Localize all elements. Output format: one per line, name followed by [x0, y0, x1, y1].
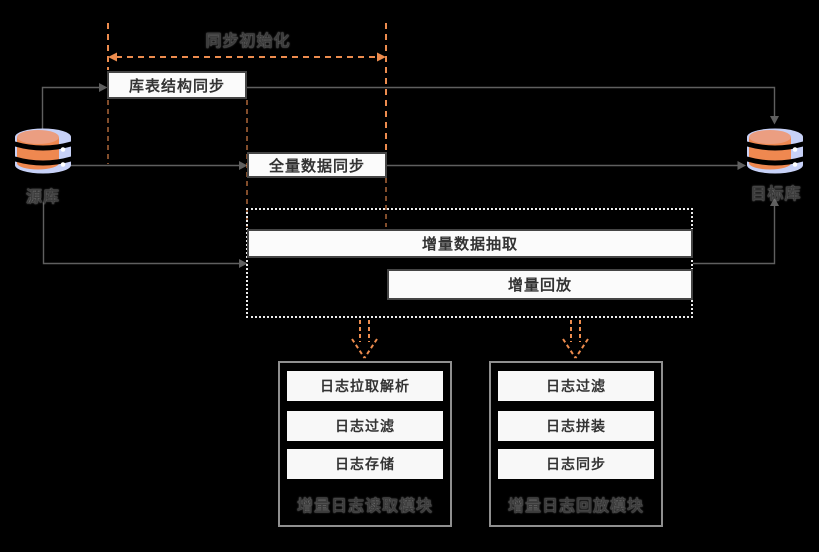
- gray-arrowheads: [99, 83, 779, 268]
- arrowhead-down-icon: [770, 116, 779, 125]
- target-db-label: 目标库: [750, 186, 802, 203]
- target-database-icon: [747, 128, 803, 174]
- arrowhead-right-icon: [239, 259, 248, 268]
- phase-boundary-dashed-lines: [107, 23, 387, 151]
- log-replay-module: 日志过滤 日志拼装 日志同步 增量日志回放模块: [489, 361, 663, 527]
- arrowhead-right-icon: [239, 161, 248, 170]
- log-read-module: 日志拉取解析 日志过滤 日志存储 增量日志读取模块: [278, 361, 452, 527]
- arrowhead-right-icon: [737, 161, 746, 170]
- module-step-box: 日志同步: [498, 449, 654, 479]
- module-step-box: 日志过滤: [287, 411, 443, 441]
- arrowhead-left-icon: [108, 52, 117, 62]
- sync-init-label: 同步初始化: [205, 33, 291, 50]
- incremental-extract-box: 增量数据抽取: [247, 229, 693, 258]
- init-phase-span-arrow: [108, 52, 386, 62]
- replay-module-dashed-arrow-icon: [562, 320, 589, 359]
- source-to-incremental-line: [42, 202, 239, 265]
- module-title: 增量日志读取模块: [296, 498, 433, 515]
- extract-module-dashed-arrow-icon: [351, 320, 378, 359]
- source-to-schema-line: [41, 86, 99, 129]
- module-step-box: 日志存储: [287, 449, 443, 479]
- schema-sync-box: 库表结构同步: [107, 71, 247, 99]
- gray-connectors: [41, 86, 776, 265]
- incremental-replay-box: 增量回放: [387, 269, 693, 300]
- arrowhead-right-icon: [377, 52, 386, 62]
- source-database-icon: [15, 128, 71, 174]
- module-step-box: 日志拉取解析: [287, 371, 443, 401]
- incremental-stage-container: [246, 208, 693, 318]
- replay-to-target-line: [693, 206, 776, 265]
- full-sync-box: 全量数据同步: [247, 152, 387, 178]
- module-title: 增量日志回放模块: [507, 498, 644, 515]
- arrowhead-up-icon: [770, 197, 779, 206]
- arrowhead-right-icon: [99, 83, 108, 92]
- module-step-box: 日志拼装: [498, 411, 654, 441]
- source-db-label: 源库: [25, 189, 60, 206]
- schema-to-target-line: [247, 86, 776, 116]
- module-step-box: 日志过滤: [498, 371, 654, 401]
